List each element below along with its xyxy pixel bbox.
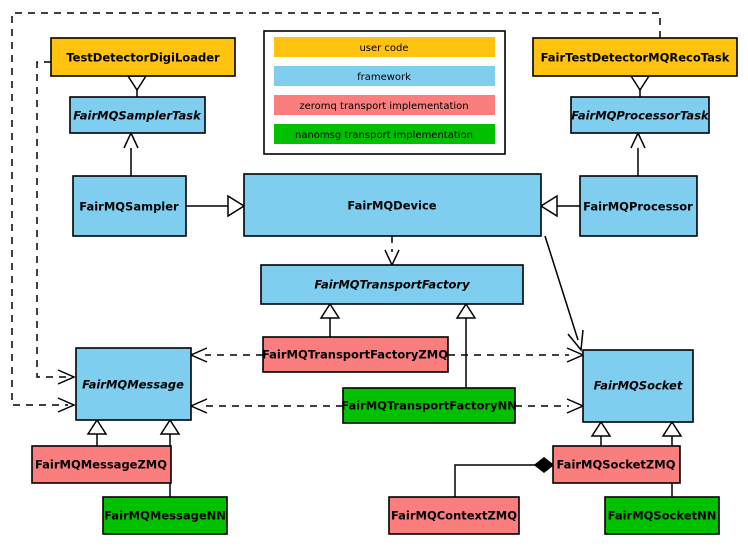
arrowhead-inherit-sampler-device — [227, 194, 246, 218]
node-label-FairMQSocketNN: FairMQSocketNN — [608, 509, 717, 523]
node-FairMQTransportFactory[interactable]: FairMQTransportFactory — [260, 264, 524, 305]
node-label-FairMQSampler: FairMQSampler — [79, 200, 179, 214]
node-box-FairTestDetectorMQRecoTask[interactable] — [532, 37, 738, 77]
arrowhead-dep-digiloader-message — [57, 369, 76, 385]
legend: user code framework zeromq transport imp… — [263, 30, 506, 155]
node-label-FairMQMessage: FairMQMessage — [82, 378, 184, 392]
node-label-FairMQSocket: FairMQSocket — [594, 379, 683, 393]
node-box-TestDetectorDigiLoader[interactable] — [50, 37, 236, 77]
edge-dep-digiloader-message — [36, 61, 68, 378]
node-FairMQProcessorTask[interactable]: FairMQProcessorTask — [570, 96, 710, 134]
arrowhead-dep-factorynn-socket — [566, 398, 585, 414]
node-label-FairMQTransportFactoryNN: FairMQTransportFactoryNN — [341, 399, 517, 413]
legend-label-user-code: user code — [359, 43, 408, 54]
arrowhead-inherit-socketnn-socket — [661, 420, 683, 437]
arrowhead-inherit-recotask-processortask — [629, 75, 651, 92]
node-box-FairMQSampler[interactable] — [72, 175, 187, 237]
node-box-FairMQTransportFactoryZMQ[interactable] — [262, 336, 449, 373]
node-label-FairMQTransportFactory: FairMQTransportFactory — [314, 278, 470, 292]
node-label-FairMQSamplerTask: FairMQSamplerTask — [73, 109, 202, 123]
node-FairMQContextZMQ[interactable]: FairMQContextZMQ — [388, 496, 520, 535]
node-label-FairTestDetectorMQRecoTask: FairTestDetectorMQRecoTask — [541, 51, 730, 65]
node-box-FairMQDevice[interactable] — [243, 173, 542, 237]
arrowhead-inherit-factorynn-factory — [455, 302, 477, 319]
node-label-FairMQDevice: FairMQDevice — [347, 199, 436, 213]
node-TestDetectorDigiLoader[interactable]: TestDetectorDigiLoader — [50, 37, 236, 77]
arrowhead-inherit-factoryzmq-factory — [319, 302, 341, 319]
arrowhead-dep-factoryzmq-message — [189, 347, 208, 363]
node-FairMQMessageNN[interactable]: FairMQMessageNN — [102, 496, 228, 535]
node-box-FairMQMessageZMQ[interactable] — [31, 445, 172, 484]
node-FairMQSocketNN[interactable]: FairMQSocketNN — [604, 496, 720, 535]
node-box-FairMQProcessor[interactable] — [579, 175, 698, 237]
arrowhead-dep-factorynn-message — [189, 398, 208, 414]
edge-layer — [11, 12, 683, 497]
arrowhead-inherit-digiloader-samplertask — [126, 75, 148, 92]
edge-dep-recotask-message — [11, 12, 661, 406]
node-FairMQSampler[interactable]: FairMQSampler — [72, 175, 187, 237]
node-FairTestDetectorMQRecoTask[interactable]: FairTestDetectorMQRecoTask — [532, 37, 738, 77]
arrowhead-dep-recotask-message — [57, 397, 76, 413]
node-label-FairMQProcessor: FairMQProcessor — [583, 200, 693, 214]
node-label-FairMQContextZMQ: FairMQContextZMQ — [391, 509, 517, 523]
legend-swatch-zeromq — [274, 95, 495, 115]
arrowhead-inherit-processor-device — [539, 194, 558, 218]
node-label-FairMQProcessorTask: FairMQProcessorTask — [571, 109, 710, 123]
edge-assoc-device-socket — [544, 235, 579, 341]
legend-swatch-nanomsg — [274, 124, 495, 144]
node-box-FairMQSocketNN[interactable] — [604, 496, 720, 535]
node-label-FairMQSocketZMQ: FairMQSocketZMQ — [557, 458, 676, 472]
node-FairMQDevice[interactable]: FairMQDevice — [243, 173, 542, 237]
legend-swatch-framework — [274, 66, 495, 86]
node-FairMQProcessor[interactable]: FairMQProcessor — [579, 175, 698, 237]
node-box-FairMQProcessorTask[interactable] — [570, 96, 710, 134]
arrowhead-assoc-device-socket — [567, 329, 584, 352]
node-box-FairMQTransportFactory[interactable] — [260, 264, 524, 305]
node-label-TestDetectorDigiLoader: TestDetectorDigiLoader — [66, 51, 220, 65]
node-box-FairMQSamplerTask[interactable] — [69, 96, 206, 134]
node-box-FairMQSocket[interactable] — [582, 349, 694, 423]
node-FairMQSamplerTask[interactable]: FairMQSamplerTask — [69, 96, 206, 134]
legend-label-framework: framework — [357, 72, 411, 83]
node-FairMQTransportFactoryZMQ[interactable]: FairMQTransportFactoryZMQ — [262, 336, 449, 373]
node-FairMQTransportFactoryNN[interactable]: FairMQTransportFactoryNN — [341, 387, 517, 424]
arrowhead-inherit-messagezmq-message — [86, 418, 108, 435]
node-label-FairMQMessageNN: FairMQMessageNN — [104, 509, 226, 523]
node-label-FairMQMessageZMQ: FairMQMessageZMQ — [35, 458, 167, 472]
node-layer: TestDetectorDigiLoader FairTestDetectorM… — [31, 37, 738, 535]
diamond-compose-socketzmq-contextzmq — [533, 457, 555, 473]
node-box-FairMQMessageNN[interactable] — [102, 496, 228, 535]
node-FairMQMessageZMQ[interactable]: FairMQMessageZMQ — [31, 445, 172, 484]
node-FairMQMessage[interactable]: FairMQMessage — [75, 347, 192, 421]
node-label-FairMQTransportFactoryZMQ: FairMQTransportFactoryZMQ — [262, 348, 448, 362]
arrowhead-assoc-processor-processortask — [630, 131, 646, 149]
legend-label-nanomsg: nanomsg transport implementation — [295, 130, 473, 141]
node-box-FairMQSocketZMQ[interactable] — [552, 445, 681, 484]
arrowhead-assoc-sampler-samplertask — [123, 131, 139, 149]
legend-swatch-user-code — [274, 37, 495, 57]
node-box-FairMQTransportFactoryNN[interactable] — [342, 387, 516, 424]
edge-compose-socketzmq-contextzmq — [454, 464, 535, 497]
node-box-FairMQMessage[interactable] — [75, 347, 192, 421]
arrowhead-inherit-socketzmq-socket — [590, 420, 612, 437]
node-box-FairMQContextZMQ[interactable] — [388, 496, 520, 535]
legend-label-zeromq: zeromq transport implementation — [299, 101, 468, 112]
node-FairMQSocketZMQ[interactable]: FairMQSocketZMQ — [552, 445, 681, 484]
node-FairMQSocket[interactable]: FairMQSocket — [582, 349, 694, 423]
arrowhead-dep-device-transportfactory — [384, 249, 400, 267]
arrowhead-inherit-messagenn-message — [159, 418, 181, 435]
